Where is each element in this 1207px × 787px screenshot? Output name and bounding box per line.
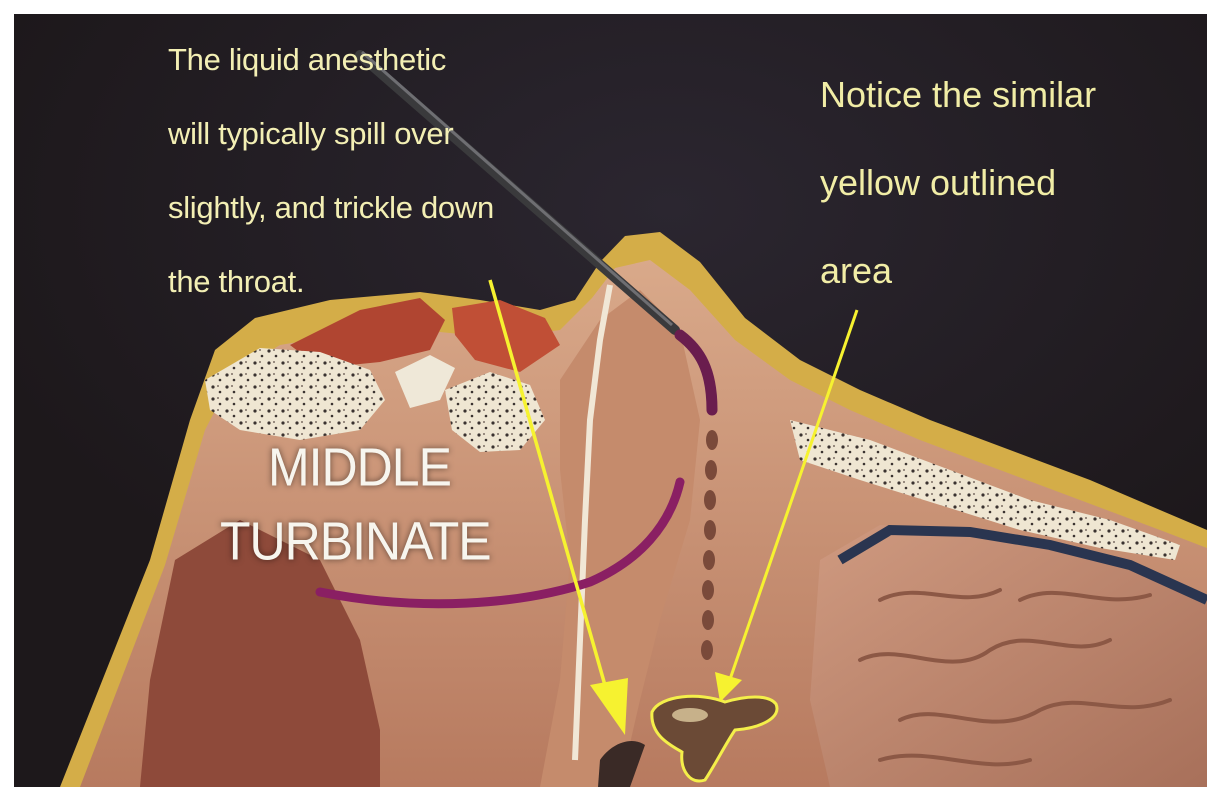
anesthetic-note-line-3: slightly, and trickle down bbox=[168, 190, 494, 226]
outlined-area-note-line-2: yellow outlined bbox=[820, 162, 1056, 204]
outlined-area-highlight bbox=[672, 708, 708, 722]
outlined-area-note-line-3: area bbox=[820, 250, 892, 292]
anesthetic-note-line-1: The liquid anesthetic bbox=[168, 42, 446, 78]
middle-turbinate-label-line-1: MIDDLE bbox=[268, 436, 451, 499]
anesthetic-note-line-4: the throat. bbox=[168, 264, 304, 300]
outlined-area-note-line-1: Notice the similar bbox=[820, 74, 1096, 116]
anesthetic-note-line-2: will typically spill over bbox=[168, 116, 453, 152]
middle-turbinate-label-line-2: TURBINATE bbox=[220, 510, 491, 573]
